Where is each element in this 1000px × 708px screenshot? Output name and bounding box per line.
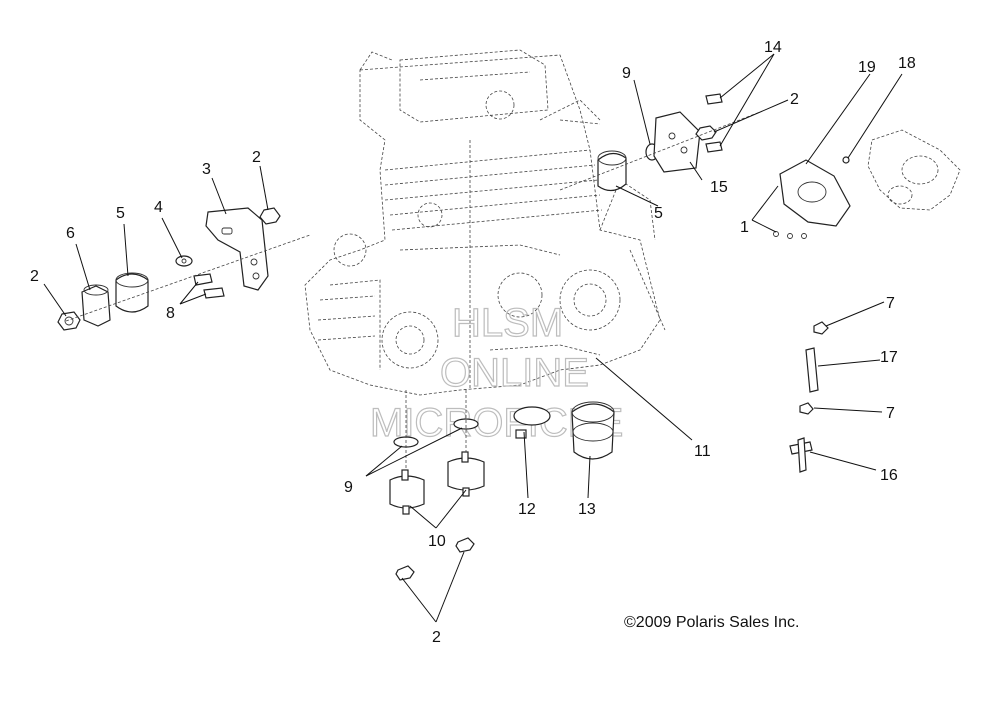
callout-3: 3 <box>202 161 211 178</box>
engine-mount-left <box>115 273 149 313</box>
leader-lines <box>43 53 903 623</box>
callout-4: 4 <box>154 199 163 216</box>
clamp-part <box>513 406 551 426</box>
callout-11: 11 <box>694 443 711 460</box>
callout-7: 7 <box>886 295 895 312</box>
callout-2: 2 <box>252 149 261 166</box>
cap-part <box>813 321 829 335</box>
cap-part <box>799 402 814 415</box>
bolt-part <box>842 156 850 164</box>
callout-13: 13 <box>578 501 596 518</box>
intake-boot <box>571 403 615 460</box>
bolt-part <box>193 273 213 286</box>
cover-part <box>779 159 851 227</box>
bolt-part <box>203 287 225 299</box>
nut-part <box>455 537 475 553</box>
rubber-mount <box>389 475 425 509</box>
callout-labels: 2 6 5 4 3 2 8 9 5 14 2 15 19 18 1 7 17 7… <box>30 39 916 646</box>
callout-9: 9 <box>344 479 353 496</box>
bushing-part <box>81 285 111 327</box>
callout-5: 5 <box>654 205 663 222</box>
watermark-line2: ONLINE <box>440 351 589 395</box>
callout-6: 6 <box>66 225 75 242</box>
callout-2: 2 <box>30 268 39 285</box>
callout-7: 7 <box>886 405 895 422</box>
callout-10: 10 <box>428 533 446 550</box>
callout-2: 2 <box>432 629 441 646</box>
callout-5: 5 <box>116 205 125 222</box>
rubber-mount <box>447 457 485 491</box>
nut-part <box>395 565 415 581</box>
mount-bracket <box>205 207 269 291</box>
copyright-text: ©2009 Polaris Sales Inc. <box>624 614 799 631</box>
callout-14: 14 <box>764 39 782 56</box>
nut-part <box>259 207 281 225</box>
bolt-part <box>705 93 723 105</box>
nut-part <box>57 311 81 331</box>
callout-18: 18 <box>898 55 916 72</box>
engine-mount-right <box>597 152 627 192</box>
callout-12: 12 <box>518 501 536 518</box>
engine-block <box>304 49 666 396</box>
callout-16: 16 <box>880 467 898 484</box>
callout-8: 8 <box>166 305 175 322</box>
washer-part <box>453 418 479 430</box>
watermark-line1: HLSM <box>452 301 563 345</box>
throttle-body-assembly <box>773 129 961 239</box>
stud-part <box>797 437 807 473</box>
callout-19: 19 <box>858 59 876 76</box>
callout-9: 9 <box>622 65 631 82</box>
mount-plate <box>653 111 701 173</box>
bolt-part <box>705 141 723 153</box>
callout-15: 15 <box>710 179 728 196</box>
bottom-mounts <box>389 390 615 581</box>
right-mount-assembly <box>559 93 761 192</box>
callout-2: 2 <box>790 91 799 108</box>
left-mount-assembly <box>57 207 311 331</box>
small-parts <box>789 321 829 473</box>
pin-part <box>805 347 819 393</box>
callout-1: 1 <box>740 219 749 236</box>
callout-17: 17 <box>880 349 898 366</box>
washer-part <box>175 255 193 267</box>
